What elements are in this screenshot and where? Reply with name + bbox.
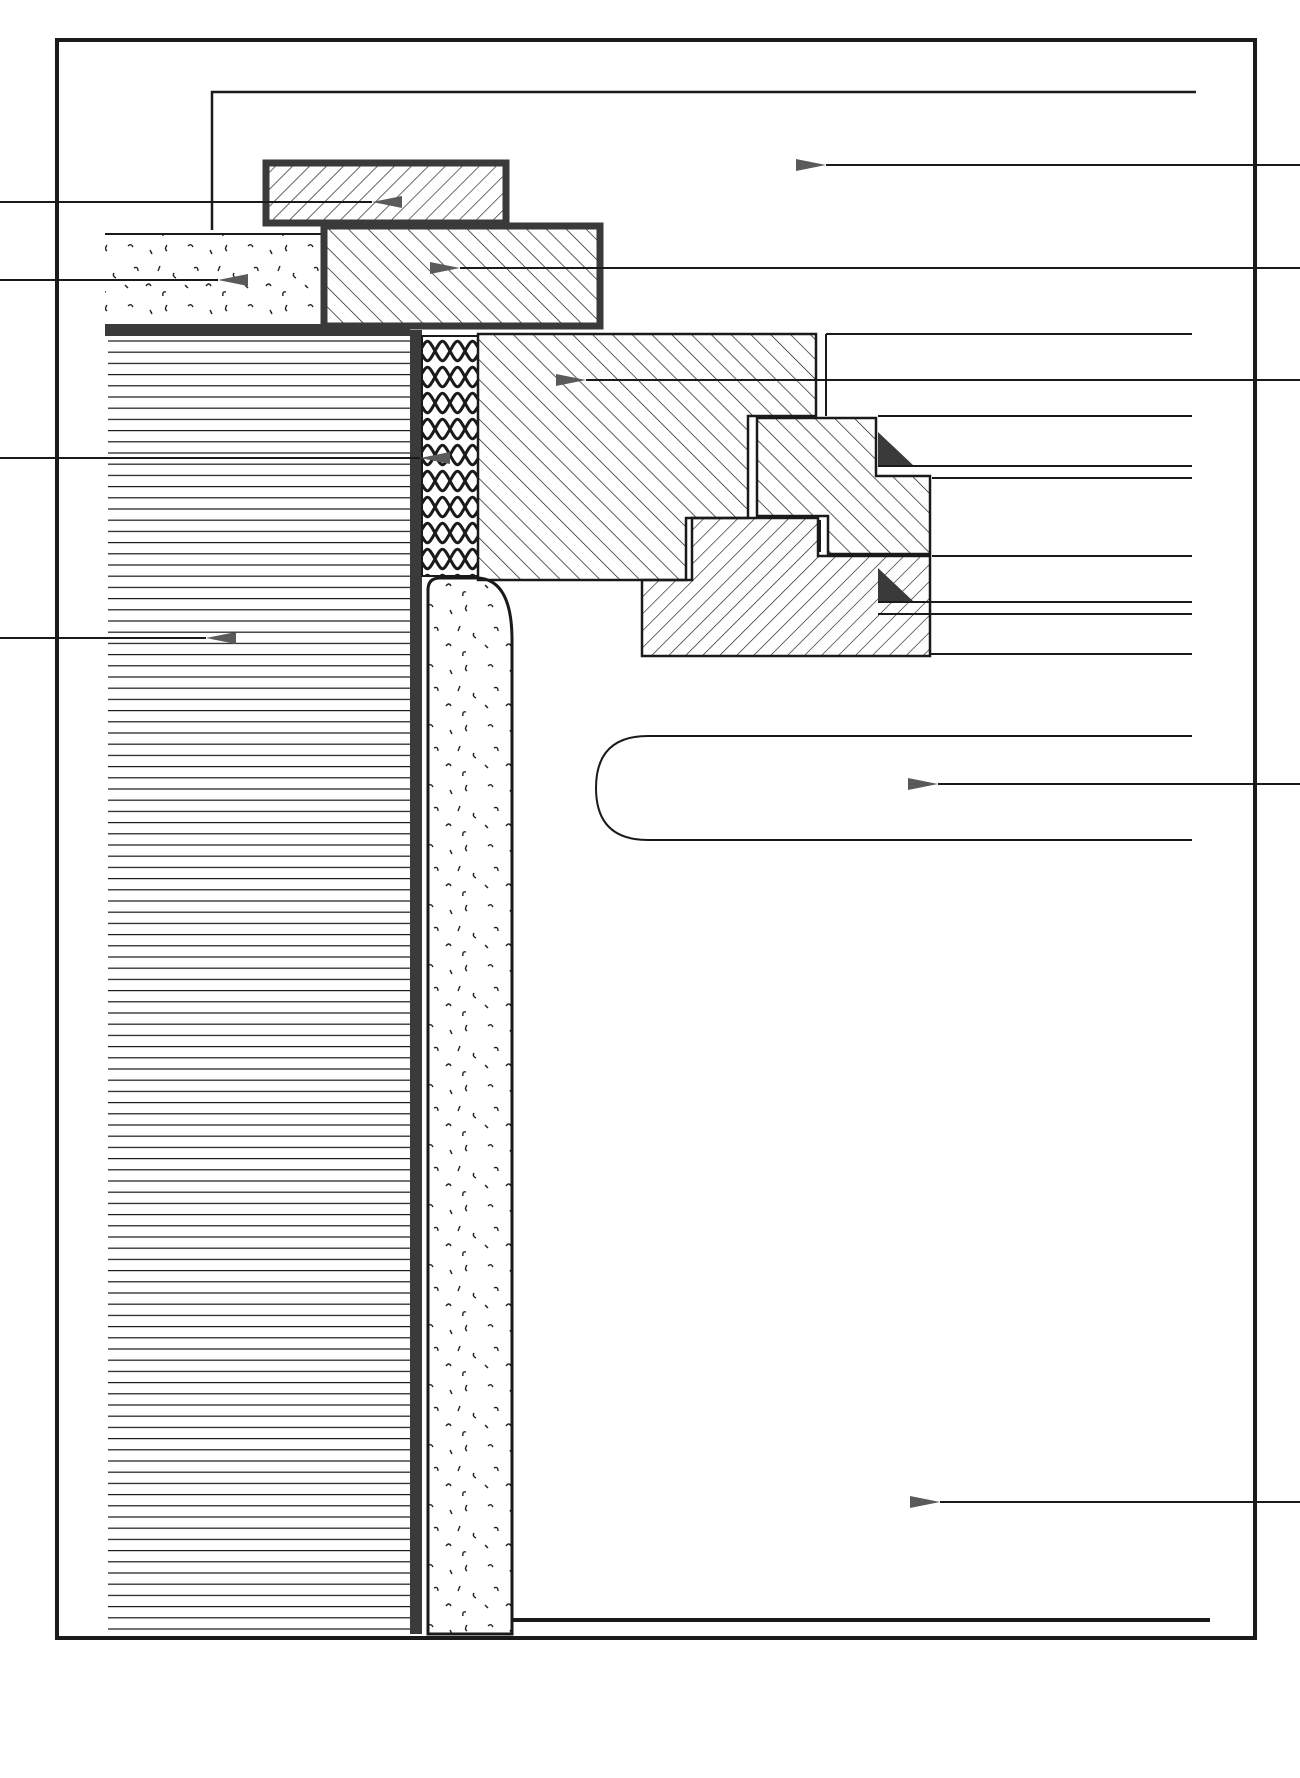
top-bracket-line [210,90,1196,230]
middle-hatched-block [320,222,604,330]
seal-upper [878,432,914,466]
horizontal-fill-block [108,336,410,1634]
foam-column [426,576,514,1636]
seal-lower [878,568,914,602]
foam-block-top [105,234,325,322]
stepped-block-lower [640,516,932,658]
upper-hatched-block [262,159,510,227]
stepped-block-upper [755,416,932,556]
quilted-insulation [421,335,479,577]
rounded-slot [594,735,1192,841]
outer-frame [55,38,1257,1640]
vertical-membrane [410,330,422,1634]
